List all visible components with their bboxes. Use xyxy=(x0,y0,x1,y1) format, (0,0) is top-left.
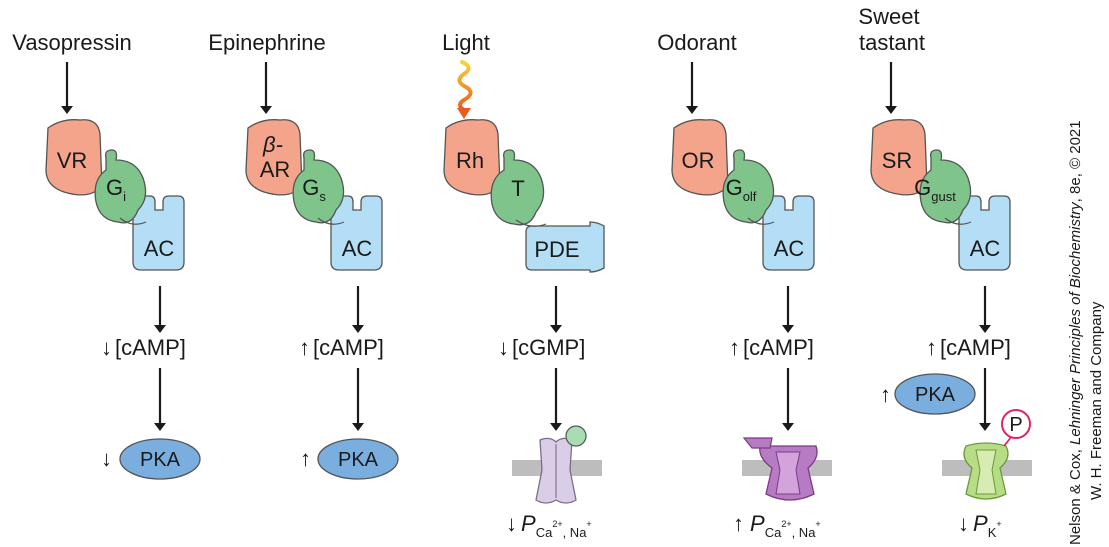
effector-ac-shape xyxy=(958,195,1011,271)
gprotein-label: Gs xyxy=(302,175,326,204)
pka-label: PKA xyxy=(140,449,181,471)
light-squiggle-icon xyxy=(457,60,473,112)
pathway-light: Light Rh PDE T ↓ [cGMP] ↓ PCa2+, Na+ xyxy=(442,30,605,540)
messenger-label: [cAMP] xyxy=(743,335,814,360)
messenger-label: [cAMP] xyxy=(115,335,186,360)
effector-ac-shape xyxy=(762,195,815,271)
pka-label: PKA xyxy=(915,384,956,406)
output-change-arrow: ↓ xyxy=(506,511,517,536)
gprotein-shape xyxy=(919,149,972,224)
pathway-epinephrine: Epinephrine β- AR AC Gs ↑ [cAMP] ↑ PKA xyxy=(208,30,399,480)
messenger-change-arrow: ↑ xyxy=(729,335,740,360)
output-label: PCa2+, Na+ xyxy=(521,511,592,540)
gprotein-label: T xyxy=(511,176,524,201)
messenger-change-arrow: ↓ xyxy=(101,335,112,360)
copyright-credit: Nelson & Cox, Lehninger Principles of Bi… xyxy=(1067,120,1105,545)
output-change-arrow: ↓ xyxy=(958,511,969,536)
output-change-arrow: ↑ xyxy=(733,511,744,536)
pka-shape xyxy=(119,438,201,480)
camp-ligand-icon xyxy=(742,437,773,449)
pka-change-arrow: ↑ xyxy=(300,446,311,471)
receptor-label-line1: β- xyxy=(262,132,283,157)
output-label: PCa2+, Na+ xyxy=(750,511,821,540)
receptor-label: SR xyxy=(882,148,913,173)
pka-change-arrow: ↑ xyxy=(880,382,891,407)
messenger-label: [cAMP] xyxy=(313,335,384,360)
messenger-label: [cAMP] xyxy=(940,335,1011,360)
effector-label: AC xyxy=(970,236,1001,261)
pka-shape xyxy=(317,438,399,480)
transducin-shape xyxy=(490,149,545,226)
credit-line-1: Nelson & Cox, Lehninger Principles of Bi… xyxy=(1067,120,1084,545)
pathway-odorant: Odorant OR AC Golf ↑ [cAMP] ↑ PCa2+, Na+ xyxy=(657,30,832,540)
stimulus-label-line2: tastant xyxy=(859,30,925,55)
cgmp-ligand-icon xyxy=(565,425,587,447)
receptor-label: OR xyxy=(682,148,715,173)
effector-label: AC xyxy=(774,236,805,261)
stimulus-label: Light xyxy=(442,30,490,55)
receptor-label: Rh xyxy=(456,148,484,173)
gprotein-label: Gi xyxy=(106,175,126,204)
messenger-change-arrow: ↓ xyxy=(498,335,509,360)
stimulus-label: Vasopressin xyxy=(12,30,131,55)
output-label: PK+ xyxy=(973,511,1002,540)
gprotein-shape xyxy=(722,149,775,224)
gprotein-shape xyxy=(292,149,345,224)
pka-change-arrow: ↓ xyxy=(101,446,112,471)
effector-ac-shape xyxy=(132,195,185,271)
effector-label: PDE xyxy=(534,237,579,262)
pka-shape xyxy=(894,373,976,415)
stimulus-label-line1: Sweet xyxy=(858,4,919,29)
gprotein-shape xyxy=(94,149,147,224)
effector-label: AC xyxy=(144,236,175,261)
messenger-change-arrow: ↑ xyxy=(299,335,310,360)
messenger-change-arrow: ↑ xyxy=(926,335,937,360)
gprotein-label: Golf xyxy=(726,175,757,204)
effector-ac-shape xyxy=(330,195,383,271)
messenger-label: [cGMP] xyxy=(512,335,585,360)
phosphate-label: P xyxy=(1009,414,1022,436)
phosphate-icon xyxy=(1001,409,1031,439)
stimulus-label: Epinephrine xyxy=(208,30,325,55)
stimulus-label: Odorant xyxy=(657,30,737,55)
pathway-vasopressin: Vasopressin VR AC Gi ↓ [cAMP] ↓ PKA xyxy=(12,30,201,480)
receptor-label: VR xyxy=(57,148,88,173)
pka-label: PKA xyxy=(338,449,379,471)
effector-label: AC xyxy=(342,236,373,261)
credit-line-2: W. H. Freeman and Company xyxy=(1088,301,1105,500)
pathway-sweet-tastant: Sweet tastant SR AC Ggust ↑ [cAMP] ↑ PKA… xyxy=(858,4,1032,540)
gprotein-label: Ggust xyxy=(914,175,956,204)
receptor-label-line2: AR xyxy=(260,157,291,182)
